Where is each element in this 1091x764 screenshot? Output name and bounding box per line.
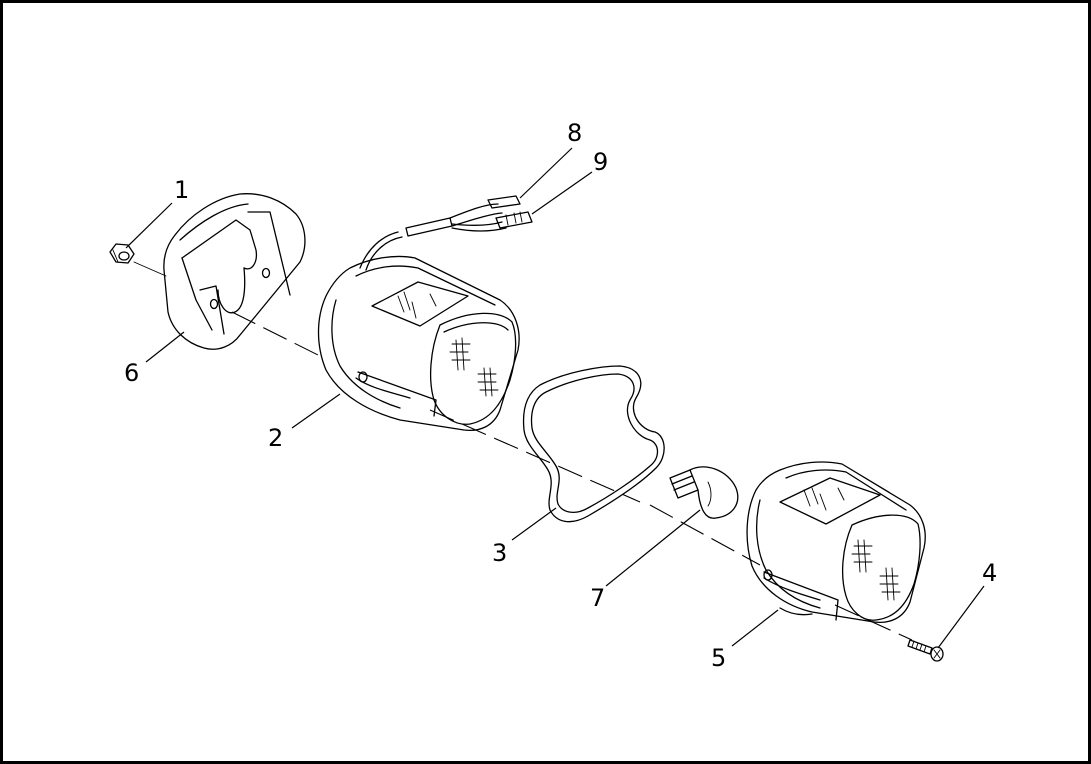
callout-4: 4 — [982, 559, 997, 587]
callout-1: 1 — [174, 176, 189, 204]
callout-9: 9 — [593, 148, 608, 176]
callout-labels: 1 2 3 4 5 6 7 8 9 — [124, 119, 997, 672]
part-2-lamp-housing — [317, 231, 520, 432]
callout-3: 3 — [492, 539, 507, 567]
part-5-lamp-lens — [746, 461, 926, 624]
callout-leaders — [125, 147, 985, 649]
callout-5: 5 — [711, 644, 726, 672]
callout-7: 7 — [590, 584, 605, 612]
part-7-bulb — [669, 466, 739, 519]
part-8-9-wire-connectors — [405, 195, 533, 237]
part-3-gasket — [522, 365, 665, 523]
assembly-centerline — [231, 311, 913, 641]
part-6-bracket — [133, 193, 306, 350]
callout-6: 6 — [124, 359, 139, 387]
part-4-screw — [907, 639, 944, 662]
part-1-nut — [109, 243, 135, 264]
callout-8: 8 — [567, 119, 582, 147]
callout-2: 2 — [268, 424, 283, 452]
